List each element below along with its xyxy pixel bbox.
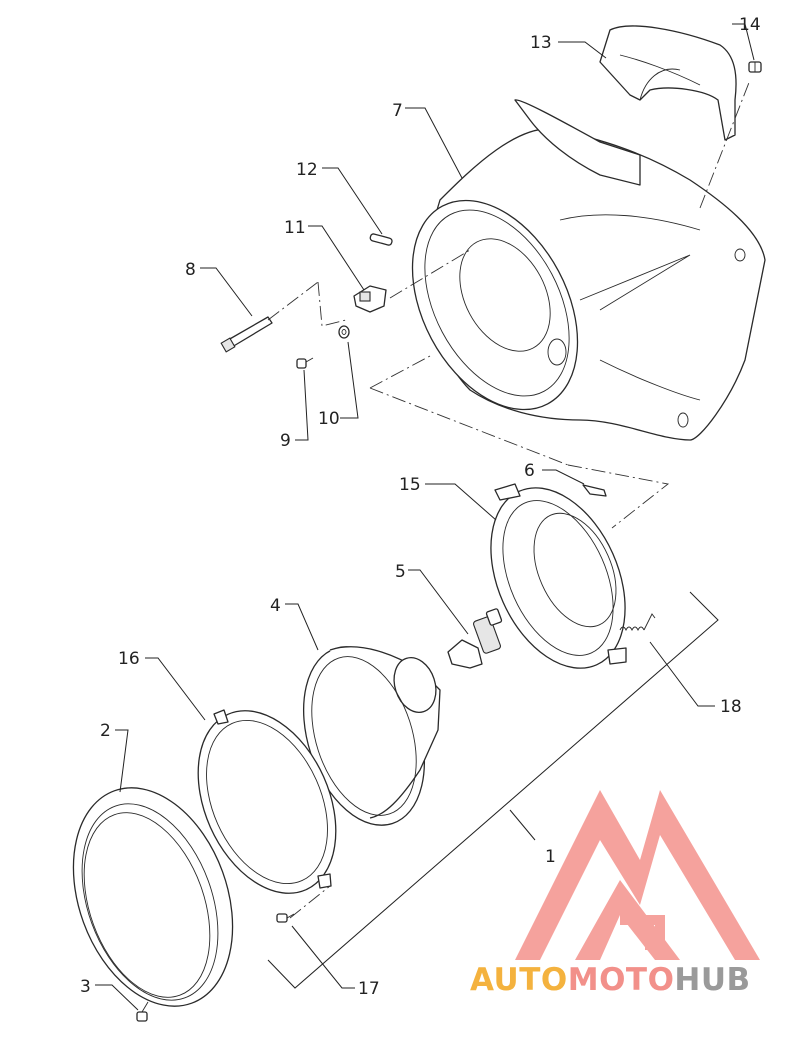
callout-label-16: 16: [118, 649, 140, 669]
part-11-bracket: [353, 285, 387, 313]
part-6-clip: [582, 484, 607, 497]
part-8-bolt: [220, 316, 273, 353]
callout-label-1: 1: [545, 847, 556, 867]
part-18-spring: [619, 613, 656, 632]
callout-label-2: 2: [100, 721, 111, 741]
callout-label-7: 7: [392, 101, 403, 121]
part-16-inner-ring: [197, 709, 337, 894]
part-3-screw: [136, 1001, 149, 1022]
part-10-washer: [338, 325, 350, 339]
part-2-headlight-rim: [72, 787, 234, 1007]
callout-label-4: 4: [270, 596, 281, 616]
logo-text-moto: MOTO: [567, 962, 675, 998]
assembly-center-lines: [267, 79, 751, 919]
part-17-screw: [276, 913, 295, 923]
callout-label-3: 3: [80, 977, 91, 997]
part-12-pin: [369, 233, 393, 246]
callout-label-12: 12: [296, 160, 318, 180]
part-7-headlight-housing: [411, 99, 766, 441]
automotohub-logo-text: AUTOMOTOHUB: [470, 962, 751, 998]
callout-label-13: 13: [530, 33, 552, 53]
part-14-screw: [748, 61, 762, 73]
callout-label-6: 6: [524, 461, 535, 481]
callout-label-18: 18: [720, 697, 742, 717]
assembly-bracket-1: [267, 591, 719, 989]
part-5-bulb: [447, 608, 503, 669]
callout-label-11: 11: [284, 218, 306, 238]
callout-label-9: 9: [280, 431, 291, 451]
part-15-mounting-frame: [490, 483, 627, 669]
callout-label-8: 8: [185, 260, 196, 280]
part-13-top-cover: [599, 25, 737, 141]
leader-lines: [95, 23, 755, 1011]
callout-label-14: 14: [739, 15, 761, 35]
callout-labels: 7 13 14 12 11 8 9 10 6 15 5 4 16 2 18 1 …: [80, 15, 761, 999]
callout-label-15: 15: [399, 475, 421, 495]
logo-text-hub: HUB: [674, 962, 751, 998]
part-4-reflector: [302, 646, 441, 826]
logo-text-auto: AUTO: [470, 962, 568, 998]
callout-label-17: 17: [358, 979, 380, 999]
part-9-screw: [296, 357, 314, 369]
automotohub-logo-mark: [515, 790, 760, 960]
callout-label-5: 5: [395, 562, 406, 582]
callout-label-10: 10: [318, 409, 340, 429]
